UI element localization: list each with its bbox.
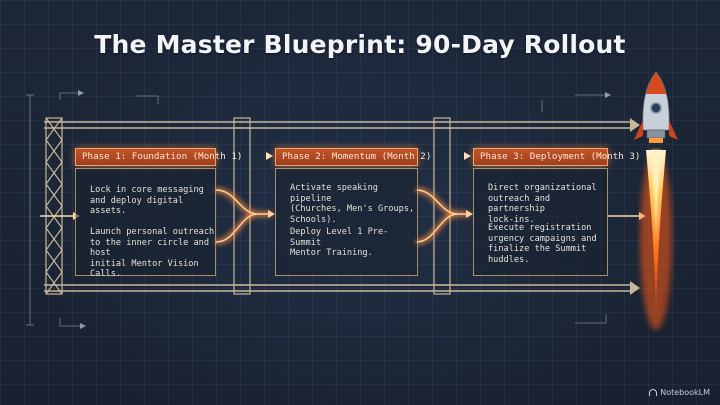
pillars	[233, 117, 451, 295]
notebooklm-icon	[649, 389, 658, 396]
phase-3-card: Direct organizational outreach and partn…	[473, 168, 608, 276]
phase-2-header: Phase 2: Momentum (Month 2)	[275, 148, 431, 166]
phase-1-bullet-2: Launch personal outreach to the inner ci…	[90, 227, 215, 279]
watermark-label: NotebookLM	[660, 388, 710, 397]
phase-3-bullet-1: Direct organizational outreach and partn…	[488, 183, 597, 225]
dimension-arrowheads	[78, 90, 611, 329]
phase-2-card: Activate speaking pipeline (Churches, Me…	[275, 168, 418, 276]
phase-2-bullet-1: Activate speaking pipeline (Churches, Me…	[290, 183, 415, 225]
output-arrow	[608, 212, 646, 220]
phase-1-bullet-1: Lock in core messaging and deploy digita…	[90, 185, 204, 216]
phase-3-bullet-2: Execute registration urgency campaigns a…	[488, 223, 597, 265]
flow-arrowheads	[266, 152, 471, 160]
left-truss	[45, 117, 63, 295]
slide-title: The Master Blueprint: 90-Day Rollout	[94, 30, 626, 59]
phase-1-header: Phase 1: Foundation (Month 1)	[75, 148, 242, 166]
rail-arrowheads	[630, 118, 640, 295]
phase-1-card: Lock in core messaging and deploy digita…	[75, 168, 216, 279]
rocket-icon	[634, 71, 678, 330]
merge-arrowheads	[268, 210, 473, 218]
notebooklm-watermark: NotebookLM	[649, 388, 710, 397]
phase-3-header: Phase 3: Deployment (Month 3)	[473, 148, 640, 166]
phase-2-bullet-2: Deploy Level 1 Pre-Summit Mentor Trainin…	[290, 227, 389, 258]
